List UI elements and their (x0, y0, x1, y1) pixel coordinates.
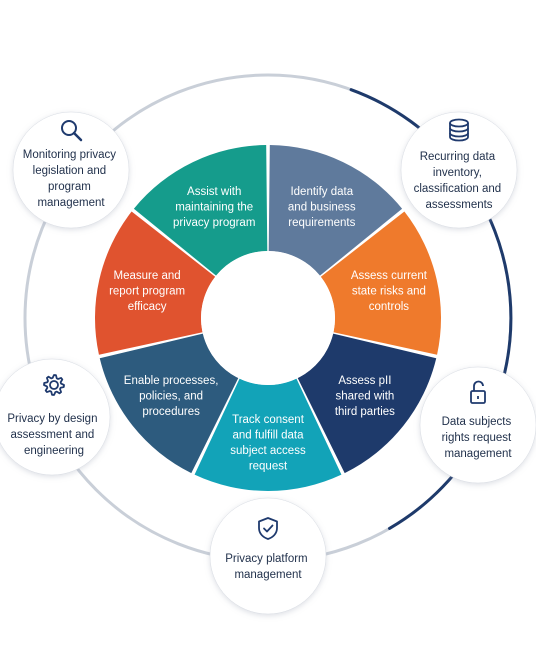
segment-label-line: efficacy (128, 301, 167, 313)
segment-label-line: subject access (230, 445, 306, 457)
segment-label: Assess pII shared with third parties (335, 375, 395, 418)
shield-check-icon (258, 517, 278, 540)
donut-segment (268, 145, 403, 276)
segment-label-line: controls (369, 301, 410, 313)
node-dsr: Data subjects rights request management (419, 366, 536, 484)
segment-label-line: privacy program (173, 217, 255, 229)
segment-label: Track consent and fulfill data subject acc… (230, 414, 306, 473)
node-label: Privacy platform management (225, 553, 311, 581)
node-platform: Privacy platform management (209, 497, 327, 615)
search-icon (61, 120, 83, 142)
segment-label: Measure and report program efficacy (109, 270, 185, 313)
node-by-design: Privacy by design assessment and enginee… (0, 358, 111, 476)
segment-label-line: Assist with (187, 186, 241, 198)
node-circle (209, 497, 327, 615)
segment-label-line: Identify data (290, 186, 353, 198)
segment-label-line: policies, and (139, 390, 203, 402)
donut-segment (133, 145, 268, 276)
database-icon (449, 118, 469, 142)
donut-segment (94, 211, 216, 355)
donut-segment (320, 211, 441, 355)
node-label: Privacy by design assessment and enginee… (7, 413, 100, 457)
node-recurring: Recurring data inventory, classification… (400, 111, 518, 229)
segment-label: Identify data and business requirements (288, 186, 356, 229)
segment-label-line: Track consent (232, 414, 305, 426)
node-circle (419, 366, 536, 484)
node-circle (12, 111, 130, 229)
segment-label-line: third parties (335, 406, 395, 418)
segment-label: Assist with maintaining the privacy progra… (173, 186, 255, 229)
segment-label-line: Assess current (351, 270, 428, 282)
node-label: Data subjects rights request management (442, 416, 515, 460)
donut-segment (99, 333, 239, 474)
gear-icon (43, 374, 65, 396)
node-label: Monitoring privacy legislation and progr… (23, 149, 120, 209)
node-monitoring: Monitoring privacy legislation and progr… (12, 111, 130, 229)
segment-label-line: shared with (335, 390, 394, 402)
segment-label-line: Enable processes, (124, 375, 219, 387)
segment-label-line: requirements (288, 217, 355, 229)
donut-segment (297, 333, 437, 474)
segment-label-line: state risks and (352, 285, 426, 297)
segment-label-line: and business (288, 201, 356, 213)
segment-label-line: Assess pII (338, 375, 391, 387)
node-label: Recurring data inventory, classification… (414, 151, 505, 211)
donut-segment (194, 378, 342, 491)
donut-center (201, 251, 335, 385)
node-circle (0, 358, 111, 476)
segment-label-line: and fulfill data (233, 429, 305, 441)
segment-label-line: report program (109, 285, 185, 297)
segment-label-line: maintaining the (175, 201, 253, 213)
segment-label-line: request (249, 460, 288, 472)
unlock-icon (470, 380, 486, 404)
segment-label: Enable processes, policies, and procedures (124, 375, 219, 418)
node-circle (400, 111, 518, 229)
segment-label-line: procedures (142, 406, 200, 418)
segment-label: Assess current state risks and controls (351, 270, 428, 313)
segment-label-line: Measure and (114, 270, 181, 282)
